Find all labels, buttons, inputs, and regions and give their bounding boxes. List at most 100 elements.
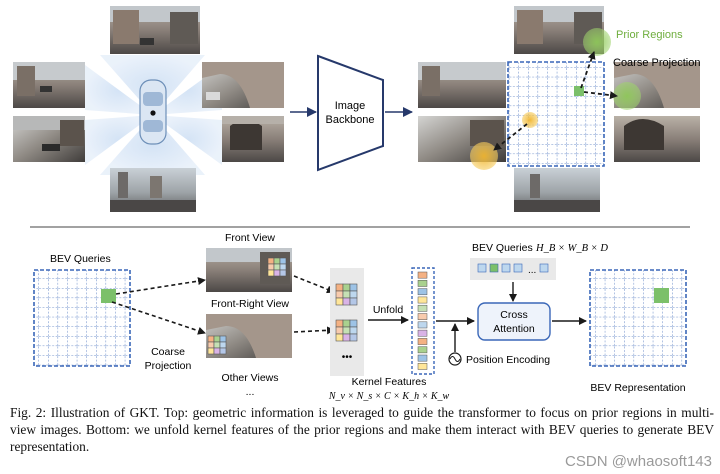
unfolded-token xyxy=(417,346,428,354)
kernel-features-label: Kernel Features xyxy=(352,376,427,388)
coarse-projection-arrows xyxy=(493,51,618,151)
top-coarse-projection-label: Coarse Projection xyxy=(613,57,700,69)
kernel-cell xyxy=(267,263,275,271)
unfolded-token xyxy=(417,321,428,329)
kernel-cell xyxy=(267,269,275,277)
query-token xyxy=(513,263,523,273)
image-backbone-label-1: Image xyxy=(335,100,366,112)
kernel-cell xyxy=(279,269,287,277)
other-views-label: Other Views xyxy=(222,372,279,384)
query-row-panel xyxy=(470,258,556,280)
kernel-cell xyxy=(213,341,221,349)
kernel-cell xyxy=(267,257,275,265)
top-bev-grid xyxy=(507,61,605,167)
kernel-cell xyxy=(279,257,287,265)
camera-image-back-left xyxy=(13,116,85,162)
kernel-cell xyxy=(279,263,287,271)
kernel-cell xyxy=(219,341,227,349)
bev-representation-grid xyxy=(589,269,687,367)
cross-attention-block xyxy=(477,302,551,341)
watermark: CSDN @whaosoft143 xyxy=(565,453,712,470)
kernel-cell xyxy=(335,290,344,299)
query-row-tokens xyxy=(477,263,549,273)
right-camera-image-front-left xyxy=(418,62,506,108)
query-dots: ... xyxy=(528,265,536,276)
front-right-view-kernel xyxy=(207,335,227,355)
kernel-dots: ••• xyxy=(342,352,353,363)
kernel-cell xyxy=(342,290,351,299)
front-view-label: Front View xyxy=(225,232,275,244)
query-token xyxy=(539,263,549,273)
cross-attention-label-2: Attention xyxy=(493,323,535,335)
kernel-cell xyxy=(349,333,358,342)
image-backbone-label-2: Backbone xyxy=(326,114,375,126)
bottom-coarse-projection-label-1: Coarse xyxy=(151,346,185,358)
camera-image-back xyxy=(110,168,196,212)
cross-attention-label-1: Cross xyxy=(500,309,527,321)
image-backbone-block xyxy=(290,54,413,172)
kernel-feature-2 xyxy=(335,319,358,342)
camera-image-back-right xyxy=(222,116,284,162)
unfolded-token xyxy=(417,338,428,345)
kernel-cell xyxy=(219,347,227,355)
other-views-dots: ... xyxy=(246,386,255,398)
kernel-feature-1 xyxy=(335,283,358,306)
kernel-cell xyxy=(273,263,281,271)
unfolded-token xyxy=(417,329,428,337)
unfolded-token xyxy=(417,271,428,279)
unfolded-token xyxy=(417,304,428,312)
unfolded-token xyxy=(417,296,428,304)
front-view-kernel xyxy=(267,257,287,277)
unfolded-tokens xyxy=(417,271,428,370)
kernel-cell xyxy=(342,319,351,328)
query-token xyxy=(489,263,499,273)
kernel-cell xyxy=(342,326,351,335)
kernel-cell xyxy=(335,297,344,306)
camera-image-front-right xyxy=(202,62,284,108)
kernel-cell xyxy=(273,269,281,277)
kernel-cell xyxy=(213,347,221,355)
bev-queries-dim-label: BEV Queries xyxy=(472,242,533,254)
kernel-cell xyxy=(349,283,358,292)
prior-region-blobs xyxy=(470,28,641,170)
prior-regions-label: Prior Regions xyxy=(616,29,683,41)
caption-prefix: Fig. 2: xyxy=(10,405,47,420)
ego-car-icon xyxy=(139,79,167,145)
unfold-label: Unfold xyxy=(373,304,404,316)
right-camera-image-back xyxy=(514,168,600,212)
kernel-cell xyxy=(349,290,358,299)
camera-image-front xyxy=(110,6,200,54)
kernel-cell xyxy=(349,319,358,328)
kernel-cell xyxy=(349,326,358,335)
kernel-cell xyxy=(219,335,227,343)
kernel-cell xyxy=(342,297,351,306)
kernel-cell xyxy=(207,347,215,355)
kernel-cell xyxy=(335,333,344,342)
bev-queries-label: BEV Queries xyxy=(50,253,111,265)
bottom-coarse-projection-label-2: Projection xyxy=(145,360,192,372)
unfolded-token xyxy=(417,288,428,296)
unfolded-token xyxy=(417,363,428,370)
bev-queries-grid xyxy=(33,269,131,367)
figure-caption: Fig. 2: Illustration of GKT. Top: geomet… xyxy=(10,404,714,455)
bev-representation-label: BEV Representation xyxy=(590,382,685,394)
kernel-cell xyxy=(342,283,351,292)
camera-image-front-left xyxy=(13,62,85,108)
kernel-cell xyxy=(213,335,221,343)
kernel-cell xyxy=(335,283,344,292)
caption-text: Illustration of GKT. Top: geometric info… xyxy=(10,405,715,454)
bev-queries-dim: H_B × W_B × D xyxy=(535,243,608,254)
query-token xyxy=(477,263,487,273)
unfolded-token xyxy=(417,313,428,320)
kernel-features-formula: N_v × N_s × C × K_h × K_w xyxy=(328,391,450,402)
right-camera-image-back-right xyxy=(614,116,700,162)
kernel-cell xyxy=(335,326,344,335)
kernel-cell xyxy=(207,335,215,343)
position-encoding-label: Position Encoding xyxy=(466,354,550,366)
kernel-cell xyxy=(207,341,215,349)
kernel-cell xyxy=(335,319,344,328)
token-to-attention-arrow xyxy=(436,317,475,366)
kernel-cell xyxy=(342,333,351,342)
kernel-cell xyxy=(349,297,358,306)
